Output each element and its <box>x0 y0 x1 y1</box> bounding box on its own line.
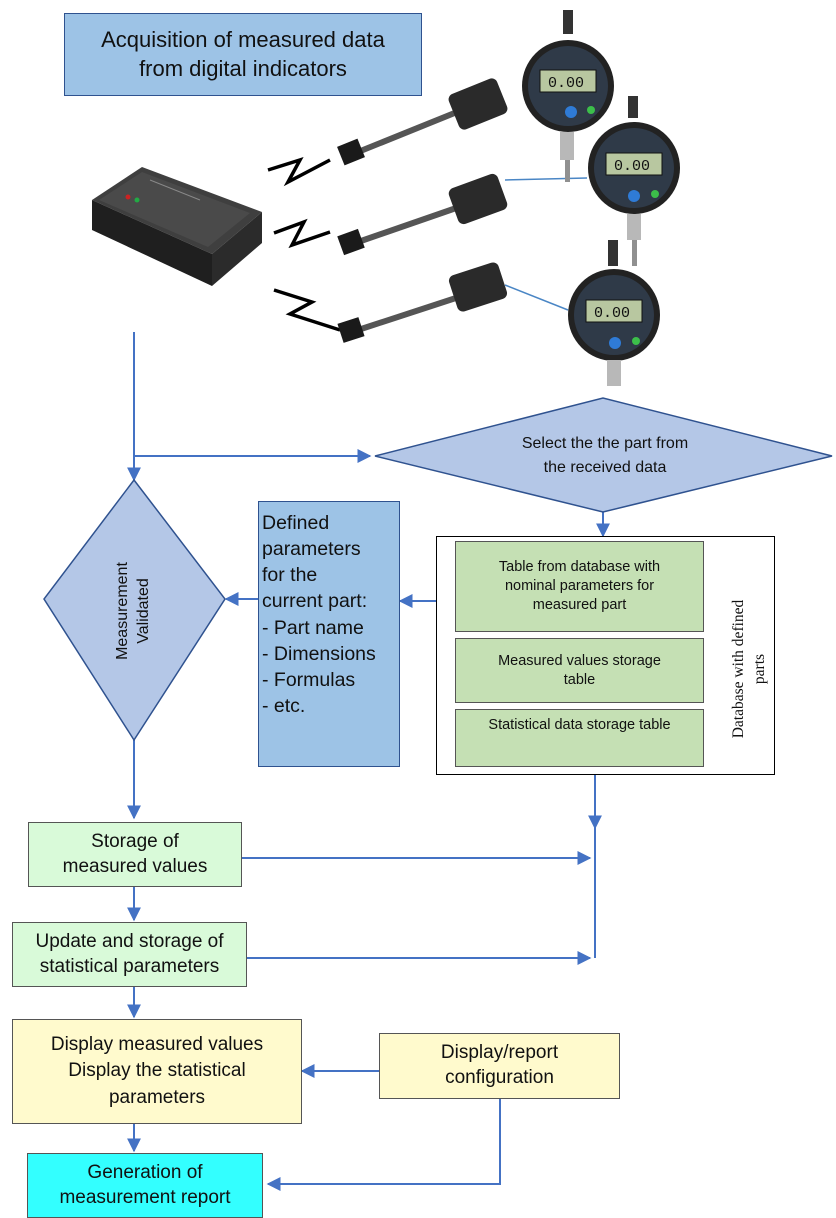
wireless-signals <box>267 157 341 332</box>
digital-indicator-3: 0.00 <box>568 240 660 386</box>
statistical-data-table: Statistical data storage table <box>455 709 704 767</box>
measurement-report-box: Generation of measurement report <box>27 1153 263 1218</box>
svg-text:0.00: 0.00 <box>548 75 584 92</box>
title-line-2: from digital indicators <box>139 55 347 81</box>
nominal-parameters-table: Table from database with nominal paramet… <box>455 541 704 632</box>
display-values-box: Display measured values Display the stat… <box>12 1019 302 1124</box>
storage-measured-values-box: Storage of measured values <box>28 822 242 887</box>
indicator-links <box>504 177 588 311</box>
measured-values-table: Measured values storage table <box>455 638 704 703</box>
current-part-parameters-box: Defined parameters for the current part:… <box>258 501 400 767</box>
select-part-label: Select the the part from the received da… <box>521 435 689 476</box>
receiver-hub-image <box>92 167 262 286</box>
acquisition-title-box: Acquisition of measured data from digita… <box>64 13 422 96</box>
select-part-diamond <box>374 397 833 513</box>
digital-indicator-2: 0.00 <box>588 96 680 266</box>
arrow-config-to-report <box>266 1099 501 1191</box>
svg-text:0.00: 0.00 <box>594 305 630 322</box>
digital-indicator-1: 0.00 <box>522 10 614 182</box>
database-label: Database with defined parts <box>730 599 768 739</box>
title-line-1: Acquisition of measured data <box>101 26 385 52</box>
svg-text:0.00: 0.00 <box>614 158 650 175</box>
validated-diamond <box>43 478 226 742</box>
wireless-transmitters <box>337 78 508 343</box>
update-statistics-box: Update and storage of statistical parame… <box>12 922 247 987</box>
validated-label: Measurement Validated <box>114 562 152 660</box>
report-configuration-box: Display/report configuration <box>379 1033 620 1099</box>
hardware-illustration: 0.00 0.00 0.00 <box>92 10 680 386</box>
